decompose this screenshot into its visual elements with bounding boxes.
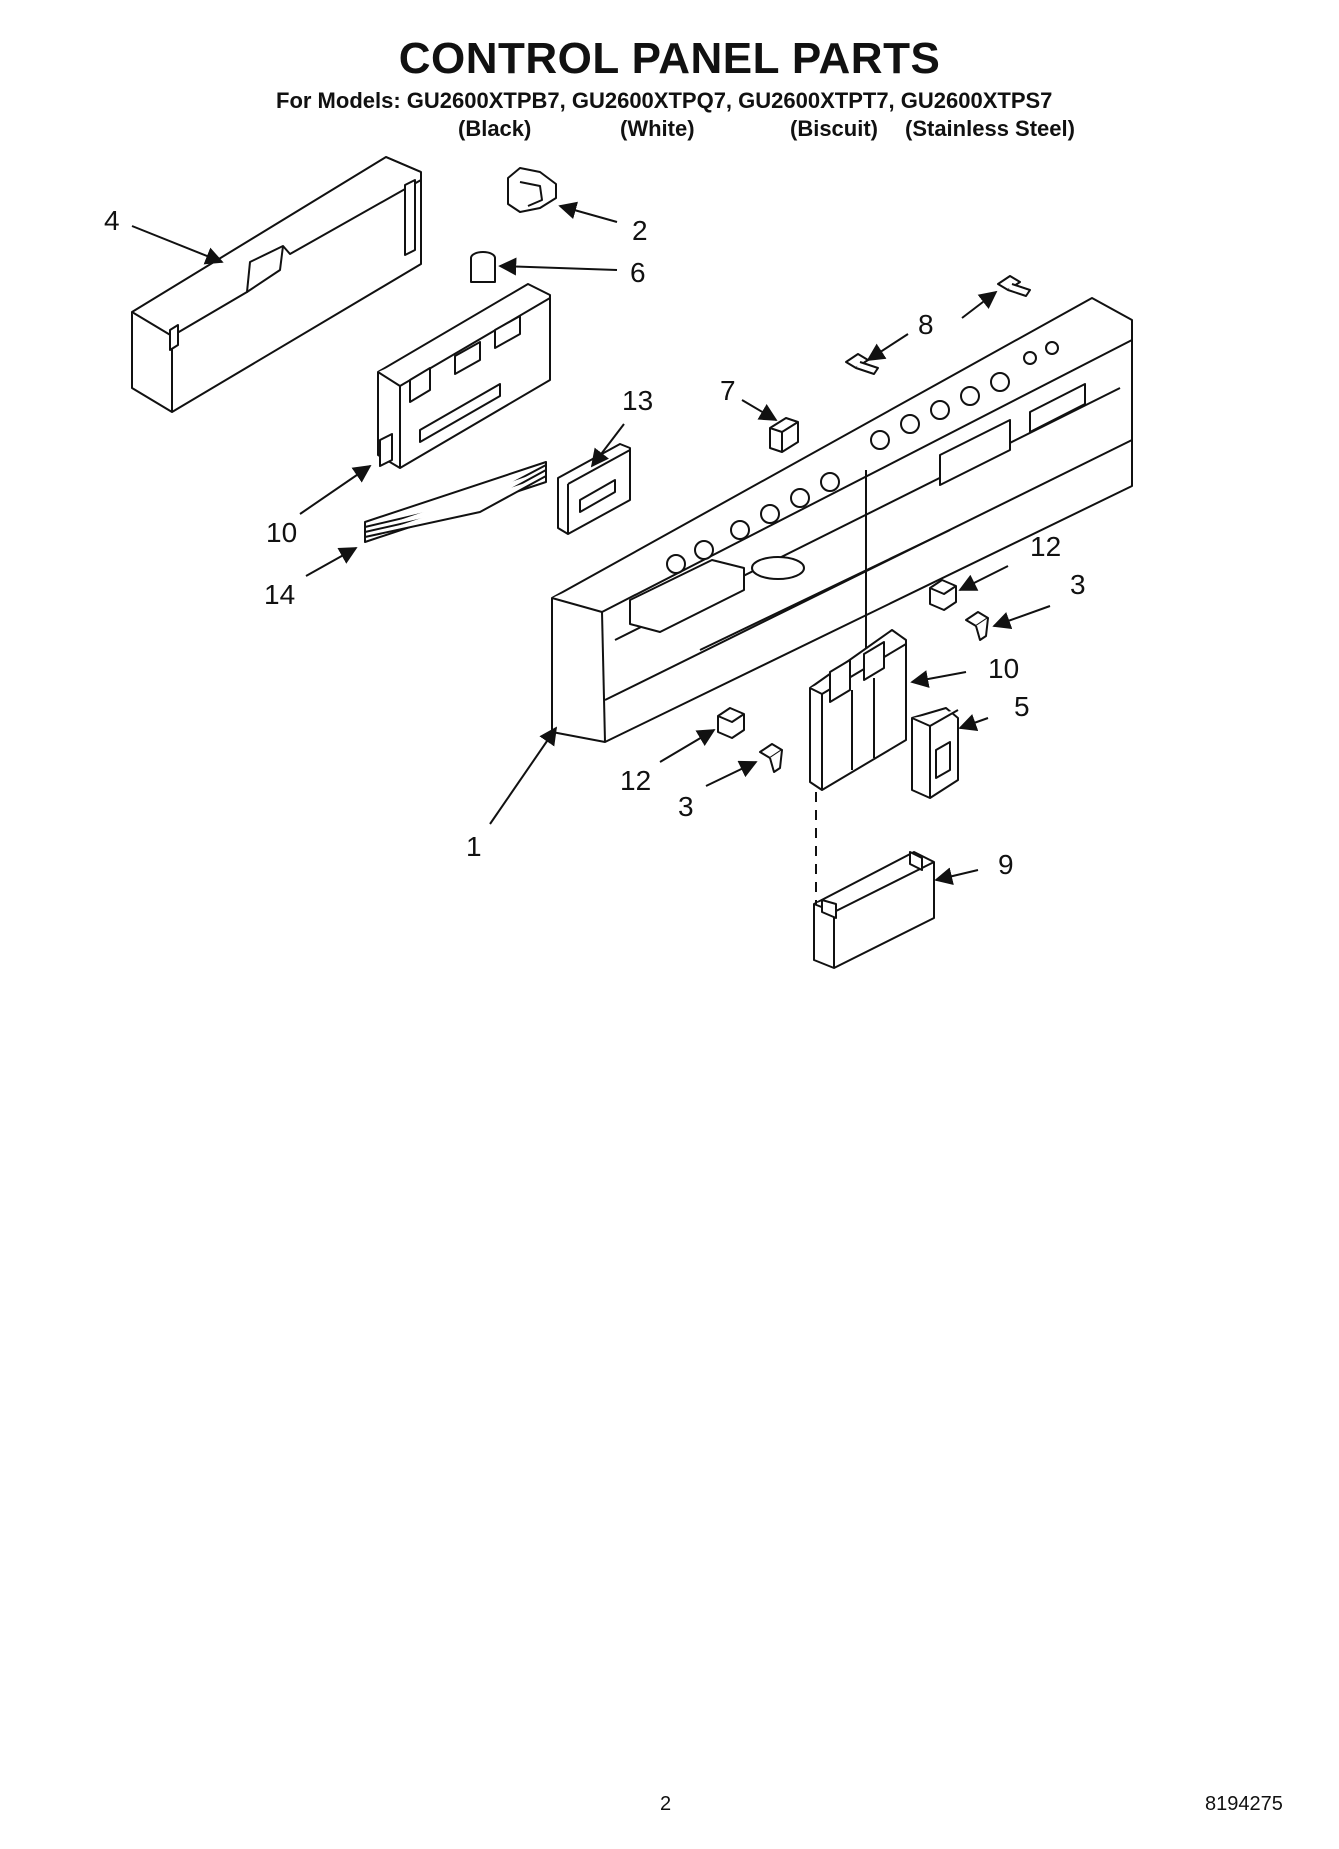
callout-13: 13 [622, 385, 653, 416]
leader-12-upper [958, 565, 1009, 591]
callout-11: 10 [266, 517, 297, 548]
part-5-retainer [911, 707, 959, 799]
leader-9 [934, 867, 979, 886]
part-12-clip-upper [929, 579, 957, 611]
callout-9: 9 [998, 849, 1014, 880]
leader-13 [590, 423, 625, 468]
part-11-control-board [377, 283, 551, 469]
leader-11 [299, 464, 372, 515]
callout-5: 5 [1014, 691, 1030, 722]
callout-7: 7 [720, 375, 736, 406]
part-6-button [470, 251, 496, 283]
leader-8b [866, 333, 909, 361]
leader-10 [910, 670, 967, 688]
finish-stainless-steel: (Stainless Steel) [905, 116, 1075, 141]
finish-biscuit: (Biscuit) [790, 116, 878, 141]
models-line: For Models: GU2600XTPB7, GU2600XTPQ7, GU… [276, 88, 1053, 113]
callout-12-lower: 12 [620, 765, 651, 796]
part-10-bracket [809, 629, 907, 791]
part-14-ribbon-cable [364, 461, 547, 543]
callout-1: 1 [466, 831, 482, 862]
page-number: 2 [660, 1793, 672, 1815]
leader-12-lower [659, 729, 716, 763]
document-number: 8194275 [1205, 1793, 1283, 1815]
part-8-screw-upper [997, 275, 1031, 297]
leader-14 [305, 547, 358, 577]
callout-6: 6 [630, 257, 646, 288]
callout-8: 8 [918, 309, 934, 340]
part-3-screw-lower [759, 743, 783, 773]
finish-white: (White) [620, 116, 695, 141]
callout-3-lower: 3 [678, 791, 694, 822]
leader-8a [961, 290, 998, 319]
leader-5 [958, 714, 989, 732]
callout-12-upper: 12 [1030, 531, 1061, 562]
leader-arrows [131, 201, 1051, 886]
part-12-clip-lower [717, 707, 745, 739]
part-9-bracket [813, 851, 935, 969]
leader-6 [498, 257, 618, 276]
part-3-screw-upper [965, 611, 989, 641]
leader-7 [741, 399, 778, 421]
leader-3-lower [705, 760, 758, 787]
callout-4: 4 [104, 205, 120, 236]
callout-2: 2 [632, 215, 648, 246]
part-2-clip [507, 167, 557, 213]
leader-3-upper [992, 605, 1051, 630]
leader-1 [489, 726, 558, 825]
callout-10: 10 [988, 653, 1019, 684]
callout-14: 14 [264, 579, 295, 610]
leader-2 [558, 201, 618, 223]
callout-3-upper: 3 [1070, 569, 1086, 600]
leader-4 [131, 225, 224, 265]
page-title: CONTROL PANEL PARTS [398, 34, 941, 83]
part-13-bracket [557, 443, 631, 535]
finish-black: (Black) [458, 116, 532, 141]
part-7-small-clip [769, 417, 799, 453]
part-4-console-cover [131, 156, 422, 413]
